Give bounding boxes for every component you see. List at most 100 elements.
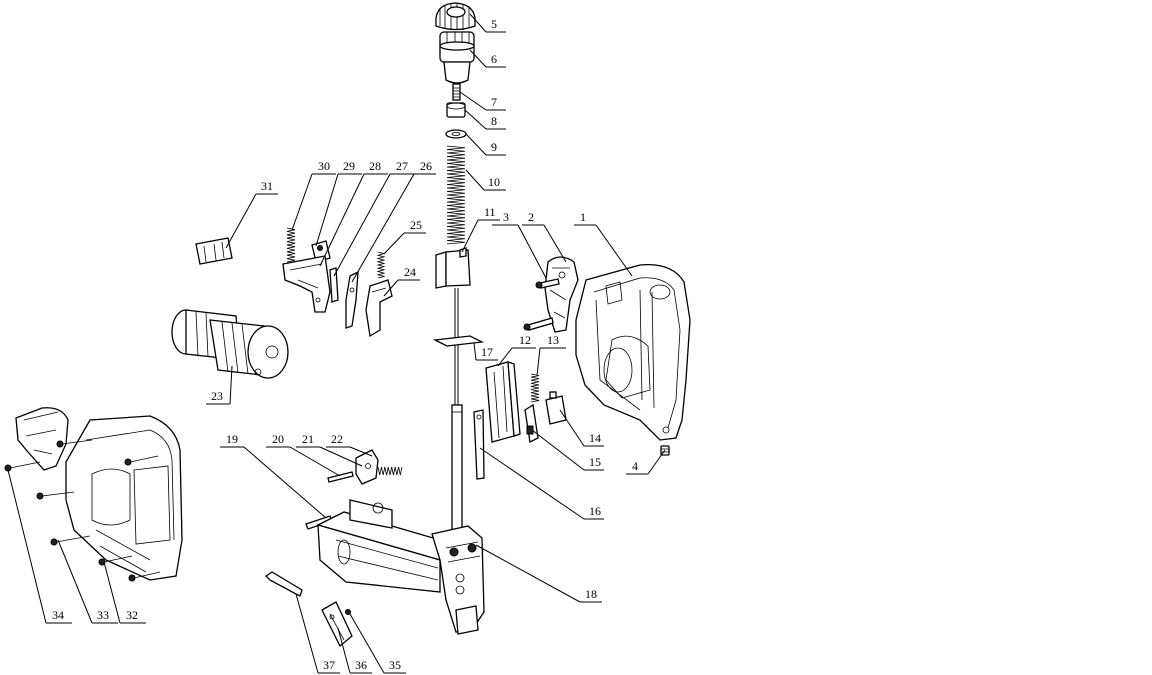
callout-leader [465, 169, 485, 191]
callout-number: 17 [481, 345, 493, 359]
callout-leader [351, 173, 415, 283]
callout-8: 8 [464, 109, 506, 130]
callout-leader [225, 193, 257, 249]
part-33-housing-left [65, 415, 183, 581]
callout-number: 20 [272, 432, 284, 446]
callout-number: 4 [632, 459, 638, 473]
part-27-link [329, 267, 339, 303]
callout-number: 19 [226, 432, 238, 446]
driver-rod [454, 288, 459, 405]
callout-number: 28 [369, 159, 381, 173]
callout-number: 31 [261, 179, 273, 193]
callout-number: 13 [547, 333, 559, 347]
callout-number: 26 [420, 159, 432, 173]
callout-leader [383, 279, 399, 297]
callout-22: 22 [326, 432, 373, 457]
callout-leader [475, 544, 581, 603]
callout-31: 31 [225, 179, 278, 249]
callout-number: 2 [528, 210, 534, 224]
callout-leader [531, 429, 585, 471]
callout-leader [315, 173, 339, 247]
callout-leader [464, 109, 487, 130]
callout-number: 36 [355, 658, 367, 672]
callout-number: 24 [404, 265, 416, 279]
piston-shaft [451, 404, 463, 531]
callout-1: 1 [574, 210, 633, 277]
callout-7: 7 [459, 91, 506, 111]
callout-32: 32 [103, 561, 146, 624]
callout-leader [319, 173, 365, 267]
callout-leader [559, 409, 585, 447]
callout-number: 10 [488, 175, 500, 189]
callout-leader [229, 365, 233, 405]
callout-27: 27 [333, 159, 414, 277]
callout-number: 34 [52, 608, 64, 622]
callout-number: 7 [491, 95, 497, 109]
callout-leader [333, 173, 391, 277]
callout-37: 37 [295, 593, 340, 674]
callout-17: 17 [473, 342, 498, 361]
callout-number: 27 [396, 159, 408, 173]
part-8-nut [446, 102, 466, 118]
part-10-spring [446, 145, 466, 245]
part-31-bracket [195, 237, 233, 265]
callout-leader [473, 342, 477, 361]
callout-leader [595, 224, 633, 277]
callout-21: 21 [296, 432, 363, 467]
callout-6: 6 [469, 49, 506, 68]
callout-leader [465, 133, 487, 156]
callout-26: 26 [351, 159, 436, 283]
callout-leader [103, 561, 121, 624]
callout-35: 35 [349, 613, 406, 674]
callout-23: 23 [206, 365, 233, 405]
part-3-screws [523, 278, 560, 331]
part-24-trigger [365, 279, 393, 338]
callout-number: 21 [302, 432, 314, 446]
part-23-motor [171, 309, 289, 379]
callout-34: 34 [7, 469, 72, 624]
callout-number: 23 [211, 389, 223, 403]
part-9-washer [445, 129, 467, 139]
callout-leader [647, 449, 666, 475]
part-15-latch [524, 403, 539, 443]
callout-leader [295, 593, 319, 674]
callout-30: 30 [291, 159, 336, 231]
callout-number: 35 [389, 658, 401, 672]
callout-19: 19 [220, 432, 327, 519]
part-30-spring [286, 227, 296, 263]
callout-number: 6 [491, 52, 497, 66]
callout-number: 15 [589, 455, 601, 469]
callout-16: 16 [479, 447, 604, 520]
part-26-lever [345, 270, 359, 329]
part-36-nose-plate [321, 601, 353, 648]
callout-10: 10 [465, 169, 506, 191]
part-12-guide [485, 361, 521, 443]
callout-9: 9 [465, 133, 506, 156]
callout-leader [319, 446, 363, 467]
callout-15: 15 [531, 429, 604, 471]
callout-number: 5 [491, 17, 497, 31]
callout-leader [543, 224, 567, 263]
callout-leader [469, 49, 487, 68]
part-35-screw [345, 609, 351, 615]
callout-leader [479, 447, 585, 520]
part-5-adjustment-knob [435, 2, 476, 31]
part-6-depth-adjuster [439, 31, 475, 84]
callout-11: 11 [461, 205, 500, 253]
callout-13: 13 [536, 333, 566, 377]
part-37-hex-key [264, 571, 303, 597]
callout-24: 24 [383, 265, 420, 297]
callout-leader [289, 446, 341, 477]
callout-number: 14 [589, 431, 601, 445]
callout-leader [349, 613, 385, 674]
callout-number: 9 [491, 140, 497, 154]
callout-leader [291, 173, 313, 231]
part-16-driver-blade [473, 409, 485, 480]
callout-leader [337, 627, 351, 674]
callout-leader [383, 232, 405, 255]
part-1-housing-right [575, 263, 691, 441]
part-7-screw [452, 83, 461, 101]
callout-2: 2 [522, 210, 567, 263]
callout-number: 1 [580, 210, 586, 224]
part-34-side-cover [15, 407, 69, 471]
